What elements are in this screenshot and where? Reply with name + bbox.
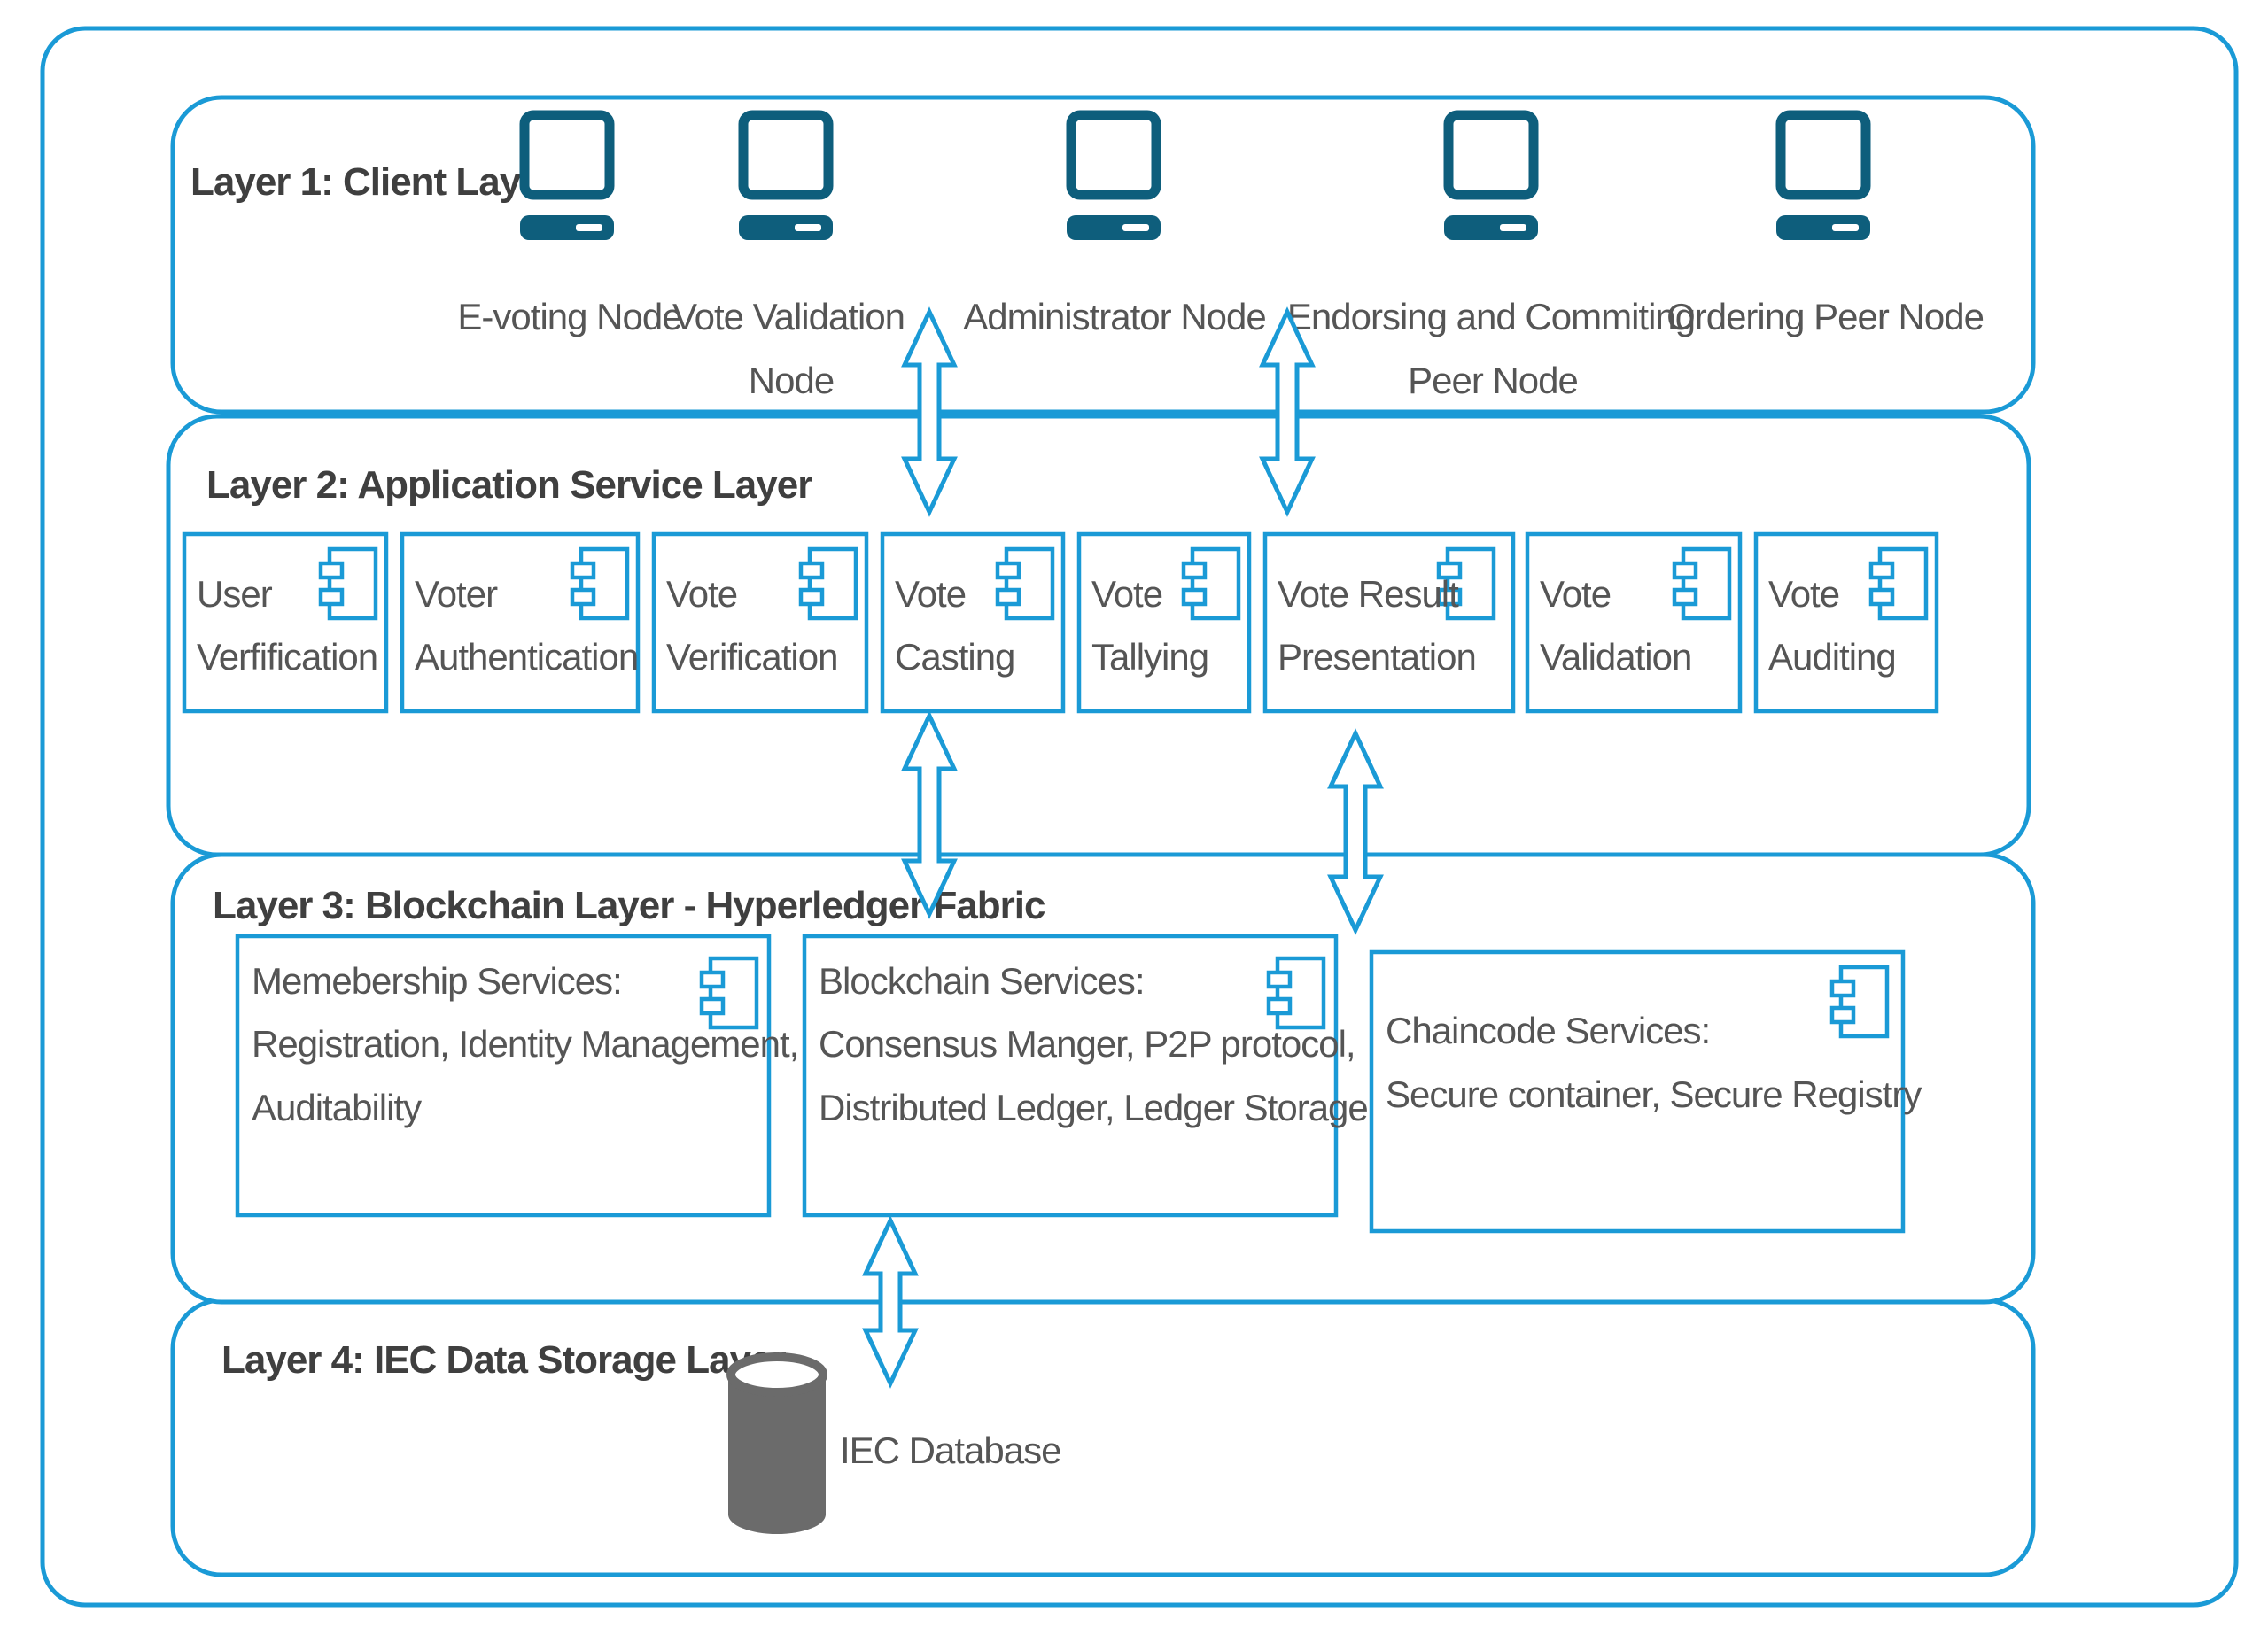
service-label: Casting [895, 636, 1014, 678]
service-label: Consensus Manger, P2P protocol, [819, 1023, 1355, 1065]
service-label: Vote Result [1278, 573, 1459, 615]
service-box: Vote Result Presentation [1262, 531, 1516, 714]
client-node-label: Node [749, 360, 834, 401]
service-box: Vote Auditing [1753, 531, 1939, 714]
component-icon [1181, 546, 1241, 621]
service-box: Vote Validation [1525, 531, 1743, 714]
service-label: User [197, 573, 273, 615]
service-box: Vote Casting [880, 531, 1066, 714]
layer-3-title: Layer 3: Blockchain Layer - Hyperledger … [213, 884, 1045, 927]
service-label: Presentation [1278, 636, 1476, 678]
service-label: Chaincode Services: [1386, 1010, 1710, 1051]
service-box: Voter Authentication [400, 531, 641, 714]
service-label: Vote [895, 573, 966, 615]
computer-icon [738, 110, 834, 240]
double-arrow-icon [901, 306, 958, 517]
double-arrow-icon [1259, 306, 1316, 517]
service-label: Memebership Services: [252, 960, 622, 1002]
service-label: Registration, Identity Management, [252, 1023, 798, 1065]
service-label: Auditing [1768, 636, 1896, 678]
blockchain-service-box: Chaincode Services: Secure container, Se… [1369, 949, 1922, 1234]
client-node-label: E-voting Node [457, 296, 681, 337]
client-node-label: Peer Node [1408, 360, 1578, 401]
client-node-label: Vote Validation [672, 296, 905, 337]
service-box: Vote Verification [651, 531, 869, 714]
service-box: Vote Tallying [1076, 531, 1252, 714]
component-icon [570, 546, 630, 621]
service-label: Blockchain Services: [819, 960, 1145, 1002]
blockchain-service-box: Memebership Services: Registration, Iden… [235, 934, 799, 1218]
service-label: Auditability [252, 1087, 422, 1128]
component-icon [1266, 956, 1326, 1030]
component-icon [995, 546, 1055, 621]
client-node-label: Endorsing and Commiting [1287, 296, 1695, 337]
service-label: Vote [666, 573, 737, 615]
blockchain-service-box: Blockchain Services: Consensus Manger, P… [802, 934, 1369, 1218]
computer-icon [1775, 110, 1871, 240]
layer-1-title: Layer 1: Client Layer [190, 160, 556, 204]
component-icon [1436, 546, 1496, 621]
client-node-label: Ordering Peer Node [1666, 296, 1984, 337]
component-icon [798, 546, 858, 621]
database-label: IEC Database [840, 1430, 1060, 1471]
service-label: Authentication [415, 636, 638, 678]
service-label: Tallying [1091, 636, 1208, 678]
component-icon [1672, 546, 1732, 621]
component-icon [699, 956, 759, 1030]
service-box: User Verfification [182, 531, 389, 714]
service-label: Vote [1091, 573, 1162, 615]
component-icon [1829, 965, 1890, 1039]
client-node-label: Administrator Node [963, 296, 1265, 337]
computer-icon [519, 110, 615, 240]
computer-icon [1066, 110, 1161, 240]
double-arrow-icon [901, 710, 958, 919]
component-icon [318, 546, 378, 621]
layer-1-box [170, 95, 2036, 415]
layer-2-title: Layer 2: Application Service Layer [206, 463, 812, 507]
service-label: Vote [1768, 573, 1839, 615]
service-label: Validation [1540, 636, 1691, 678]
database-icon [726, 1352, 827, 1534]
service-label: Verification [666, 636, 837, 678]
service-label: Verfification [197, 636, 377, 678]
service-label: Vote [1540, 573, 1611, 615]
double-arrow-icon [1327, 728, 1384, 935]
service-label: Voter [415, 573, 498, 615]
service-label: Distributed Ledger, Ledger Storage [819, 1087, 1368, 1128]
computer-icon [1443, 110, 1539, 240]
double-arrow-icon [862, 1215, 919, 1389]
component-icon [1868, 546, 1929, 621]
layer-4-title: Layer 4: IEC Data Storage Layer [221, 1338, 786, 1382]
service-label: Secure container, Secure Registry [1386, 1073, 1922, 1115]
